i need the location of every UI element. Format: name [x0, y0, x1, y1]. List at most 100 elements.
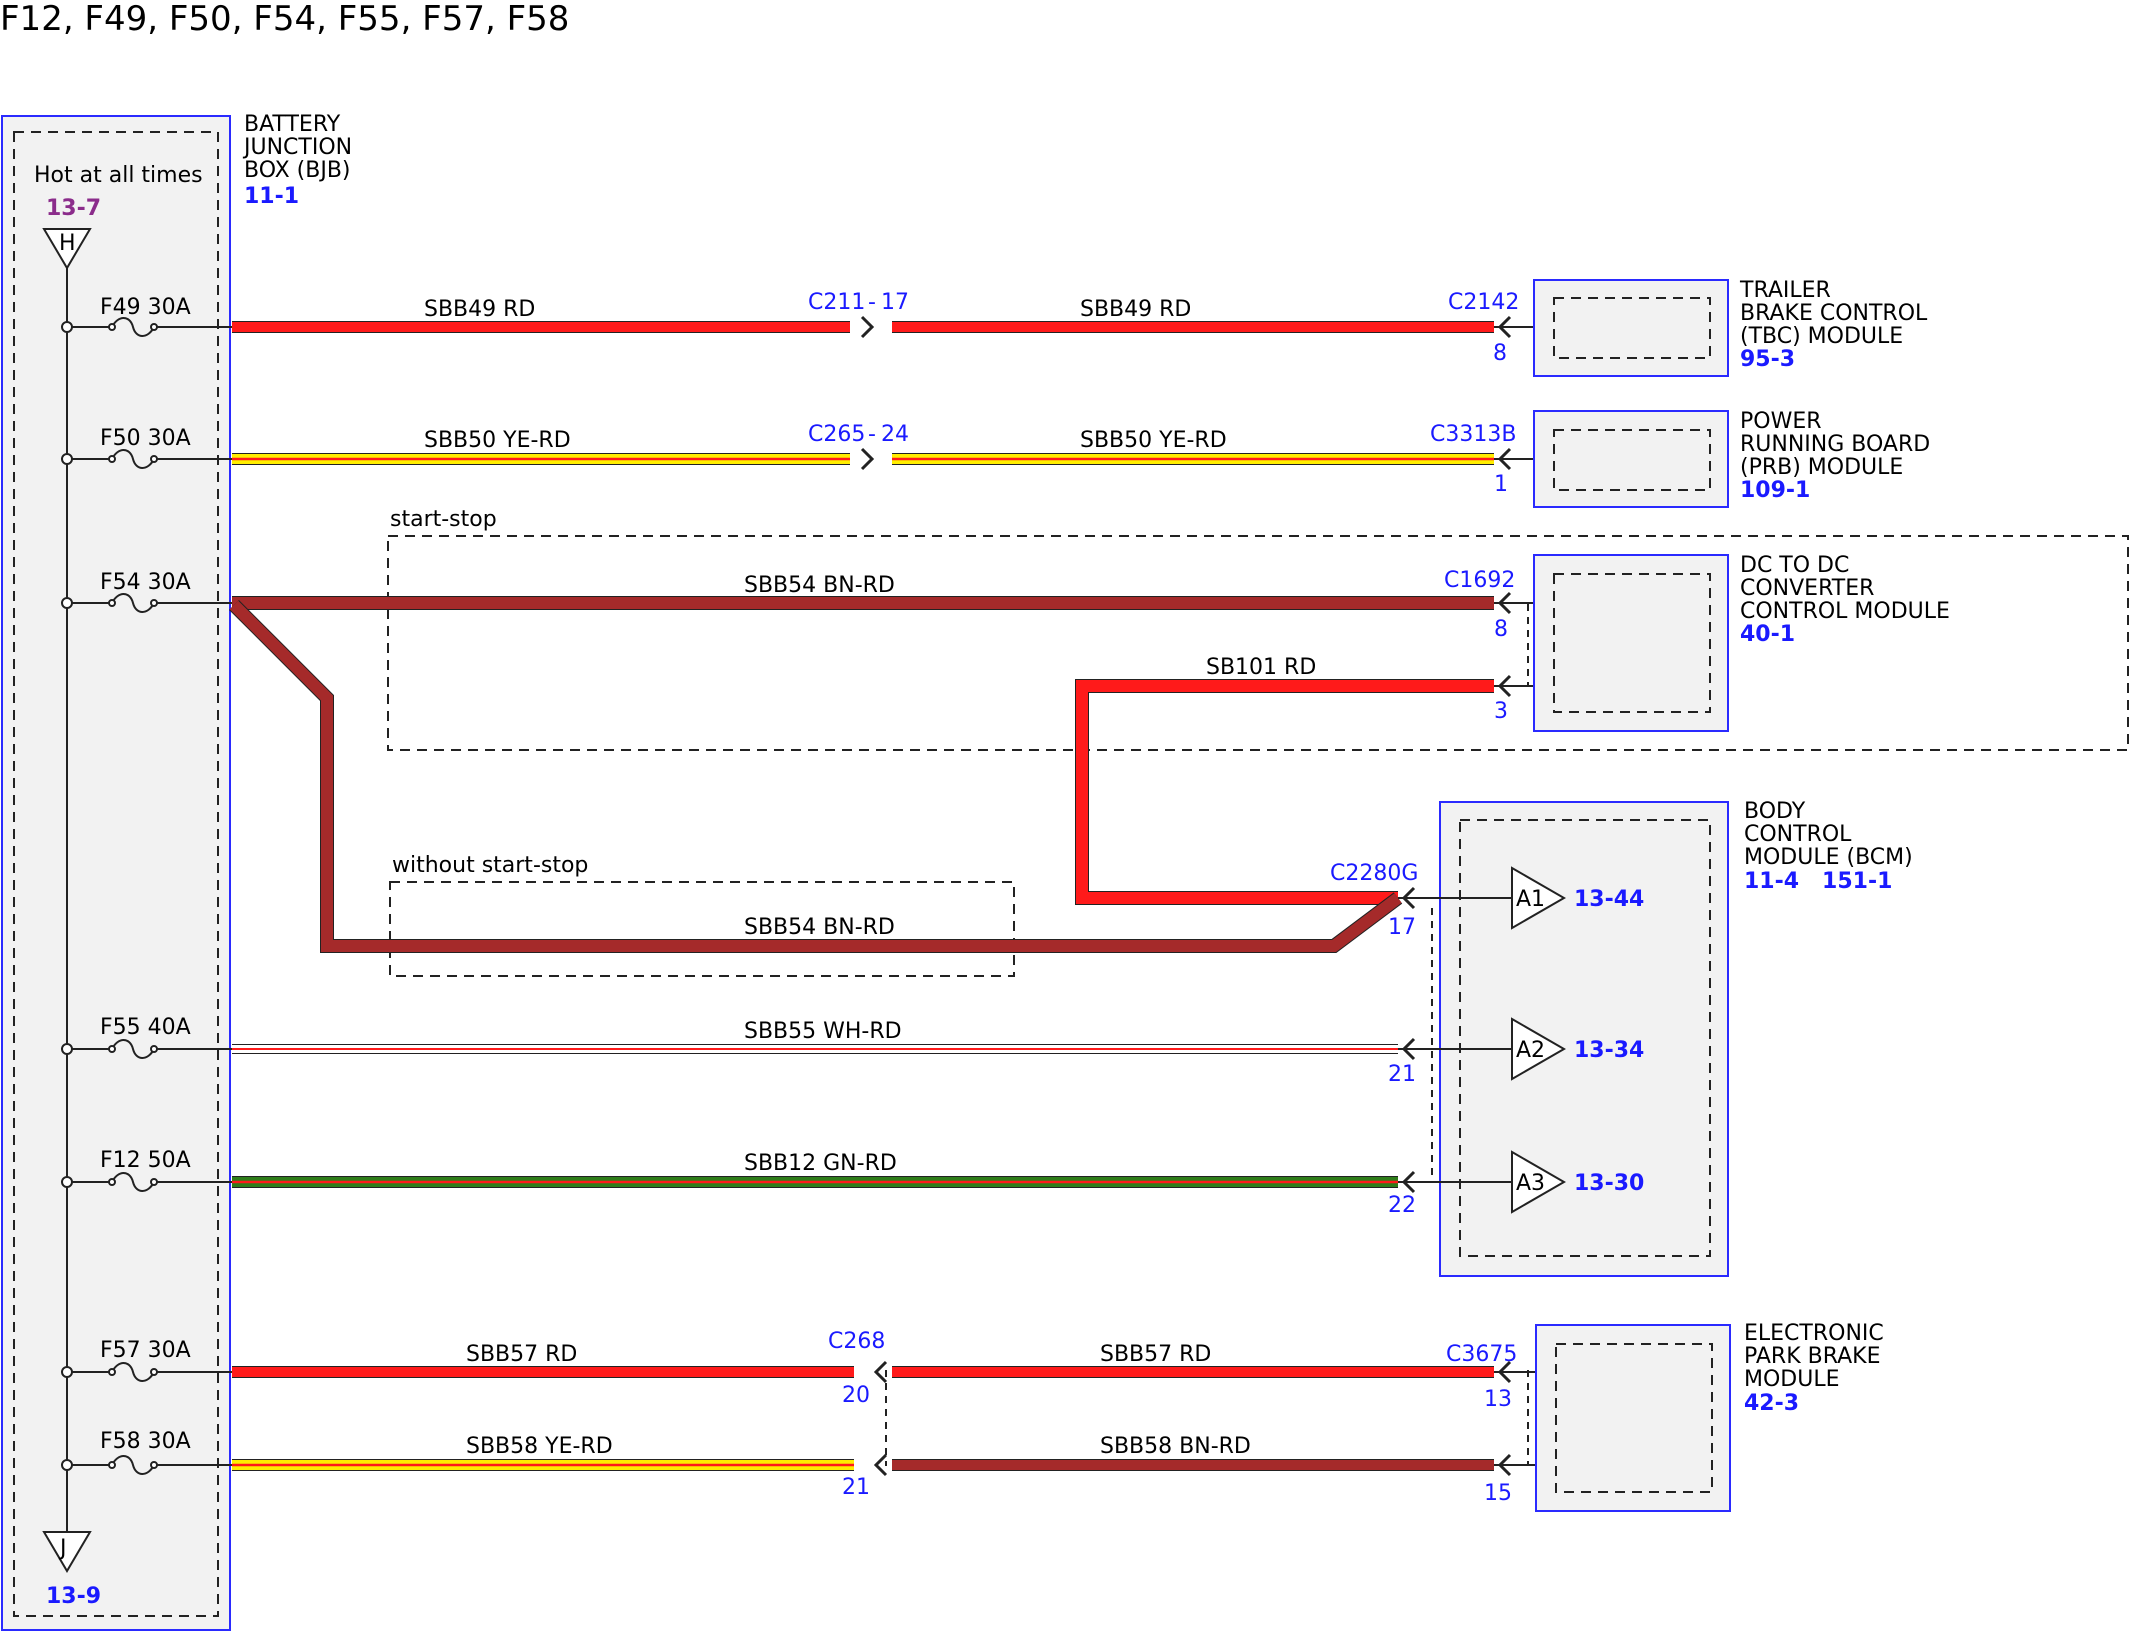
bcm-input-a3: A3 13-30 — [1432, 1150, 1644, 1214]
fuse-f12-label: F12 50A — [100, 1148, 191, 1173]
chevron-c3675-b-icon — [1497, 1453, 1512, 1477]
connector-c2142-label: C2142 — [1448, 290, 1519, 315]
connector-c2142-pin: 8 — [1493, 341, 1507, 366]
wire-sbb54-without — [229, 600, 1403, 953]
prb-ref-link[interactable]: 109-1 — [1740, 478, 1810, 503]
epb-title-line-1: ELECTRONIC — [1744, 1321, 1884, 1346]
wire-sbb57-right-label: SBB57 RD — [1100, 1342, 1211, 1367]
bcm-input-a2: A2 13-34 — [1432, 1017, 1644, 1081]
chevron-c3313b-icon — [1497, 447, 1512, 471]
fuse-f12-icon — [61, 1172, 232, 1192]
wire-sbb50-right-label: SBB50 YE-RD — [1080, 428, 1227, 453]
bcm-input-a3-tag: A3 — [1516, 1171, 1545, 1196]
wire-sbb55-label: SBB55 WH-RD — [744, 1019, 902, 1044]
bcm-input-a1: A1 13-44 — [1432, 866, 1644, 930]
bcm-ref-links[interactable]: 11-4 151-1 — [1744, 869, 1892, 894]
dcdc-module — [1533, 554, 1729, 732]
connector-c265-dash: - — [868, 422, 876, 447]
bcm-input-a3-ref[interactable]: 13-30 — [1574, 1171, 1644, 1196]
dcdc-ref-link[interactable]: 40-1 — [1740, 622, 1795, 647]
dcdc-title-line-3: CONTROL MODULE — [1740, 599, 1950, 624]
connector-c268-pin-a: 20 — [842, 1383, 870, 1408]
hot-ref-link[interactable]: 13-7 — [46, 196, 101, 221]
without-start-stop-label: without start-stop — [392, 853, 588, 878]
wire-sbb54-label: SBB54 BN-RD — [744, 573, 895, 598]
chevron-c3675-a-icon — [1497, 1360, 1512, 1384]
connector-h-icon — [42, 228, 92, 270]
bjb-title-line-2: JUNCTION — [242, 135, 352, 160]
bcm-input-a2-tag: A2 — [1516, 1038, 1545, 1063]
prb-title-line-3: (PRB) MODULE — [1740, 455, 1903, 480]
bcm-input-a1-tag: A1 — [1516, 887, 1545, 912]
prb-title-line-1: POWER — [1740, 409, 1822, 434]
bjb-ref-link[interactable]: 11-1 — [244, 184, 299, 209]
epb-title-line-3: MODULE — [1744, 1367, 1840, 1392]
chevron-c211-icon — [860, 315, 875, 339]
fuse-f57-icon — [61, 1362, 232, 1382]
bcm-input-a2-ref[interactable]: 13-34 — [1574, 1038, 1644, 1063]
connector-c265-pin: 24 — [881, 422, 909, 447]
connector-c1692-pin-b: 3 — [1494, 699, 1508, 724]
tbc-module — [1533, 279, 1729, 377]
connector-c268-label: C268 — [828, 1329, 885, 1354]
bjb-title-line-1: BATTERY — [244, 112, 341, 137]
fuse-f49-icon — [61, 317, 232, 337]
dcdc-title-line-2: CONVERTER — [1740, 576, 1874, 601]
wire-sb101-label: SB101 RD — [1206, 655, 1316, 680]
fuse-f50-icon — [61, 449, 232, 469]
bcm-input-a2-icon — [1511, 1017, 1567, 1081]
chevron-c2280g-b-icon — [1401, 1037, 1416, 1061]
chevron-c2280g-c-icon — [1401, 1170, 1416, 1194]
fuse-f54-icon — [61, 593, 232, 613]
epb-ref-link[interactable]: 42-3 — [1744, 1391, 1799, 1416]
chevron-c268-a-icon — [873, 1360, 888, 1384]
fuse-f55-icon — [61, 1039, 232, 1059]
bcm-input-a1-icon — [1511, 866, 1567, 930]
bcm-title-line-3: MODULE (BCM) — [1744, 845, 1913, 870]
connector-c2280g-pin-c: 22 — [1388, 1193, 1416, 1218]
connector-c265-label: C265 — [808, 422, 865, 447]
prb-title-line-2: RUNNING BOARD — [1740, 432, 1930, 457]
connector-arrows — [860, 315, 1512, 1477]
start-stop-label: start-stop — [390, 507, 497, 532]
wire-sbb49-right-label: SBB49 RD — [1080, 297, 1191, 322]
wire-sbb54-without-label: SBB54 BN-RD — [744, 915, 895, 940]
bcm-title-line-1: BODY — [1744, 799, 1806, 824]
fuse-f58-label: F58 30A — [100, 1429, 191, 1454]
connector-c3675-pin-b: 15 — [1484, 1481, 1512, 1506]
dcdc-title-line-1: DC TO DC — [1740, 553, 1849, 578]
diagram-title: F12, F49, F50, F54, F55, F57, F58 — [0, 0, 569, 39]
connector-j-label: J — [58, 1536, 67, 1561]
chevron-c2142-icon — [1497, 315, 1512, 339]
chevron-c2280g-a-icon — [1401, 886, 1416, 910]
wire-sbb58-left-label: SBB58 YE-RD — [466, 1434, 613, 1459]
connector-c2280g-pin-b: 21 — [1388, 1062, 1416, 1087]
wire-sbb12-label: SBB12 GN-RD — [744, 1151, 897, 1176]
connector-c3313b-pin: 1 — [1494, 472, 1508, 497]
connector-c211-dash: - — [868, 290, 876, 315]
chevron-c1692-a-icon — [1497, 591, 1512, 615]
epb-module — [1535, 1324, 1731, 1512]
fuse-f55-label: F55 40A — [100, 1015, 191, 1040]
tbc-ref-link[interactable]: 95-3 — [1740, 347, 1795, 372]
connector-c3675-pin-a: 13 — [1484, 1387, 1512, 1412]
bcm-module — [1439, 801, 1729, 1277]
connector-c3313b-label: C3313B — [1430, 422, 1516, 447]
fuse-f54-label: F54 30A — [100, 570, 191, 595]
connector-c3675-label: C3675 — [1446, 1342, 1517, 1367]
wire-sb101 — [1075, 679, 1494, 905]
chevron-c268-b-icon — [873, 1453, 888, 1477]
fuse-symbols — [61, 317, 232, 1475]
chevron-c1692-b-icon — [1497, 674, 1512, 698]
battery-junction-box: Hot at all times 13-7 H J 13-9 — [1, 115, 231, 1631]
wire-sbb49-left-label: SBB49 RD — [424, 297, 535, 322]
wire-sbb57-left-label: SBB57 RD — [466, 1342, 577, 1367]
epb-title-line-2: PARK BRAKE — [1744, 1344, 1880, 1369]
tbc-title-line-2: BRAKE CONTROL — [1740, 301, 1928, 326]
bcm-input-a1-ref[interactable]: 13-44 — [1574, 887, 1644, 912]
fuse-f49-label: F49 30A — [100, 295, 191, 320]
wires — [229, 321, 1536, 1471]
bottom-ref-link[interactable]: 13-9 — [46, 1584, 101, 1609]
